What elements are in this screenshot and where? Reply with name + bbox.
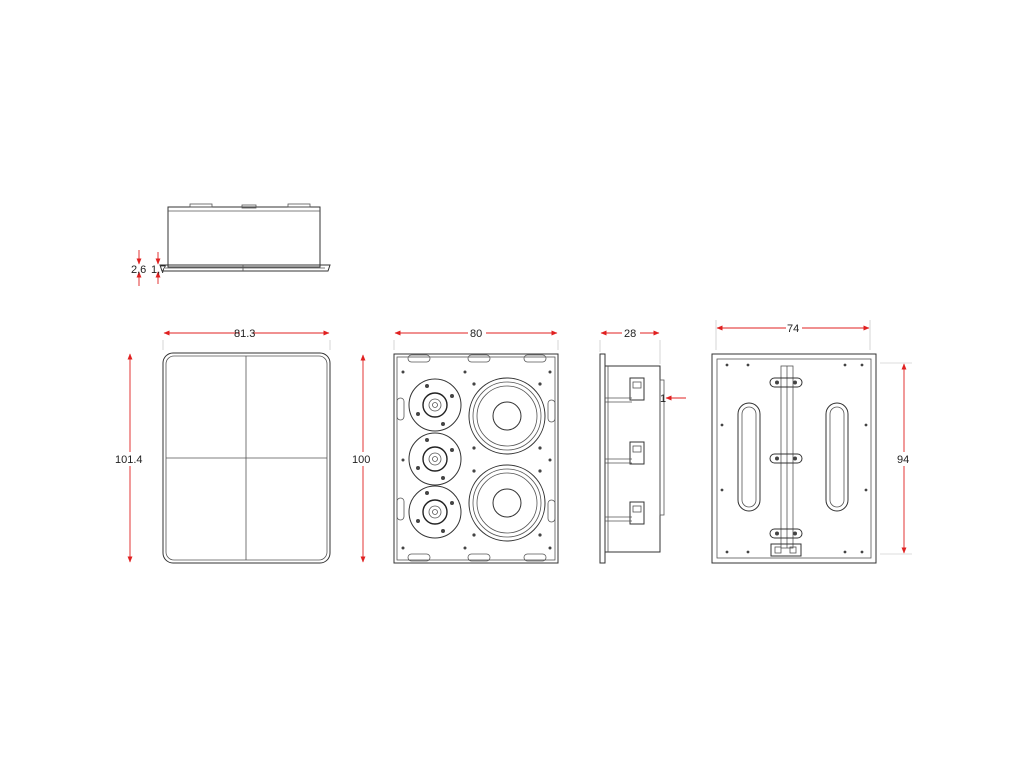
side-bracket-3 xyxy=(605,501,645,525)
dim-grille-height: 101.4 xyxy=(115,454,143,466)
side-view: 28 1 xyxy=(599,328,686,564)
dim-grille-width: 81.3 xyxy=(234,328,255,340)
grille-view: 81.3 101.4 xyxy=(115,328,331,564)
dim-back-height: 94 xyxy=(897,454,909,466)
side-bracket-1 xyxy=(605,377,645,403)
woofer-bottom xyxy=(468,464,546,542)
dim-back-width: 74 xyxy=(787,323,799,335)
tweeter-middle xyxy=(408,432,462,486)
woofer-top xyxy=(468,377,546,455)
dim-top-right: 1,7 xyxy=(151,264,166,276)
dim-side-depth: 28 xyxy=(624,328,636,340)
back-view: 74 94 xyxy=(711,320,912,564)
dim-top-left: 2,6 xyxy=(131,264,146,276)
dim-front-width: 80 xyxy=(470,328,482,340)
dim-side-flange: 1 xyxy=(660,393,666,405)
tweeter-top xyxy=(408,378,462,432)
dim-front-height: 100 xyxy=(352,454,370,466)
front-view: 80 100 xyxy=(352,328,559,564)
tweeter-bottom xyxy=(408,485,462,539)
top-view: 2,6 1,7 xyxy=(131,203,331,286)
side-bracket-2 xyxy=(605,441,645,465)
